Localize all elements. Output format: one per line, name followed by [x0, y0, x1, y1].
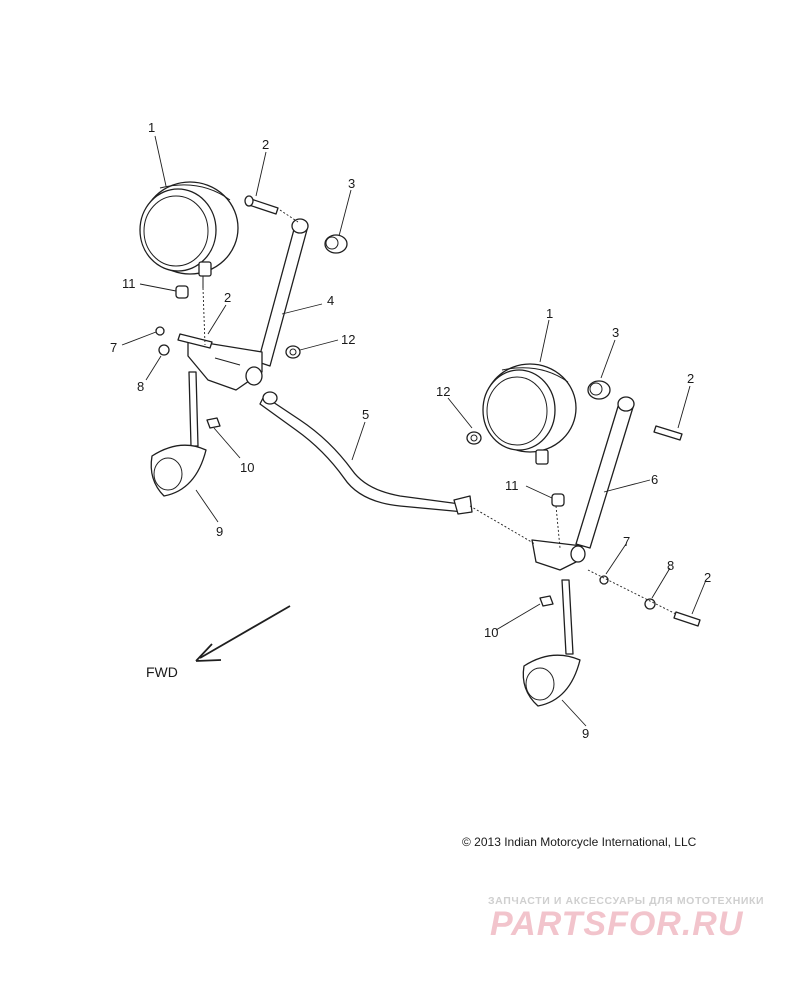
bolt-left-top	[244, 195, 279, 215]
callout-8-left: 8	[137, 379, 144, 394]
watermark-logo: PARTSFOR.RU	[490, 905, 744, 943]
screw-left-11	[175, 285, 189, 299]
callout-10-left: 10	[240, 460, 254, 475]
pin-left-2	[177, 333, 213, 349]
callout-11-left: 11	[122, 276, 136, 291]
callout-12-left: 12	[341, 332, 355, 347]
bolt-right-top	[653, 425, 683, 441]
screw-right-7	[599, 575, 609, 585]
forward-direction-label: FWD	[146, 664, 178, 680]
light-bar	[259, 391, 473, 515]
nut-left-10	[206, 417, 221, 429]
assembly-lines	[202, 209, 677, 615]
nut-right-10	[539, 595, 554, 607]
callout-5: 5	[362, 407, 369, 422]
callout-3-left: 3	[348, 176, 355, 191]
callout-12-right: 12	[436, 384, 450, 399]
copyright-notice: © 2013 Indian Motorcycle International, …	[462, 835, 697, 849]
callout-10-right: 10	[484, 625, 498, 640]
callout-1-right: 1	[546, 306, 553, 321]
headlight-left	[139, 181, 239, 288]
callout-6: 6	[651, 472, 658, 487]
callout-9-right: 9	[582, 726, 589, 741]
bracket-right	[531, 396, 635, 571]
watermark-tagline: ЗАПЧАСТИ И АКСЕССУАРЫ ДЛЯ МОТОТЕХНИКИ	[488, 895, 765, 907]
callout-1-left: 1	[148, 120, 155, 135]
callout-7-right: 7	[623, 534, 630, 549]
grommet-left	[285, 345, 301, 359]
bushing-right	[587, 380, 611, 400]
screw-left-7	[155, 326, 165, 336]
callout-leaders	[121, 135, 707, 727]
callout-11-right: 11	[505, 478, 519, 493]
forward-arrow-icon	[195, 605, 291, 662]
screw-right-11	[551, 493, 565, 507]
washer-left-8	[158, 344, 170, 356]
turn-signal-left	[150, 444, 207, 497]
callout-2-left-mid: 2	[224, 290, 231, 305]
callout-9-left: 9	[216, 524, 223, 539]
callout-2-right-top: 2	[687, 371, 694, 386]
bracket-left	[187, 218, 309, 391]
callout-2-right-bottom: 2	[704, 570, 711, 585]
signal-stalk-left	[188, 371, 199, 447]
signal-stalk-right	[561, 579, 574, 655]
callout-2-left-top: 2	[262, 137, 269, 152]
callout-labels: 1 2 3 11 2 4 7 12 8 10 9 5 1 3 2 12 11 6…	[110, 120, 711, 741]
washer-right-8	[644, 598, 656, 610]
callout-7-left: 7	[110, 340, 117, 355]
callout-8-right: 8	[667, 558, 674, 573]
callout-4: 4	[327, 293, 334, 308]
headlight-right	[482, 363, 577, 465]
bolt-right-bottom	[673, 611, 701, 627]
turn-signal-right	[522, 654, 581, 707]
grommet-right	[466, 431, 482, 445]
bushing-left	[324, 234, 348, 254]
callout-3-right: 3	[612, 325, 619, 340]
